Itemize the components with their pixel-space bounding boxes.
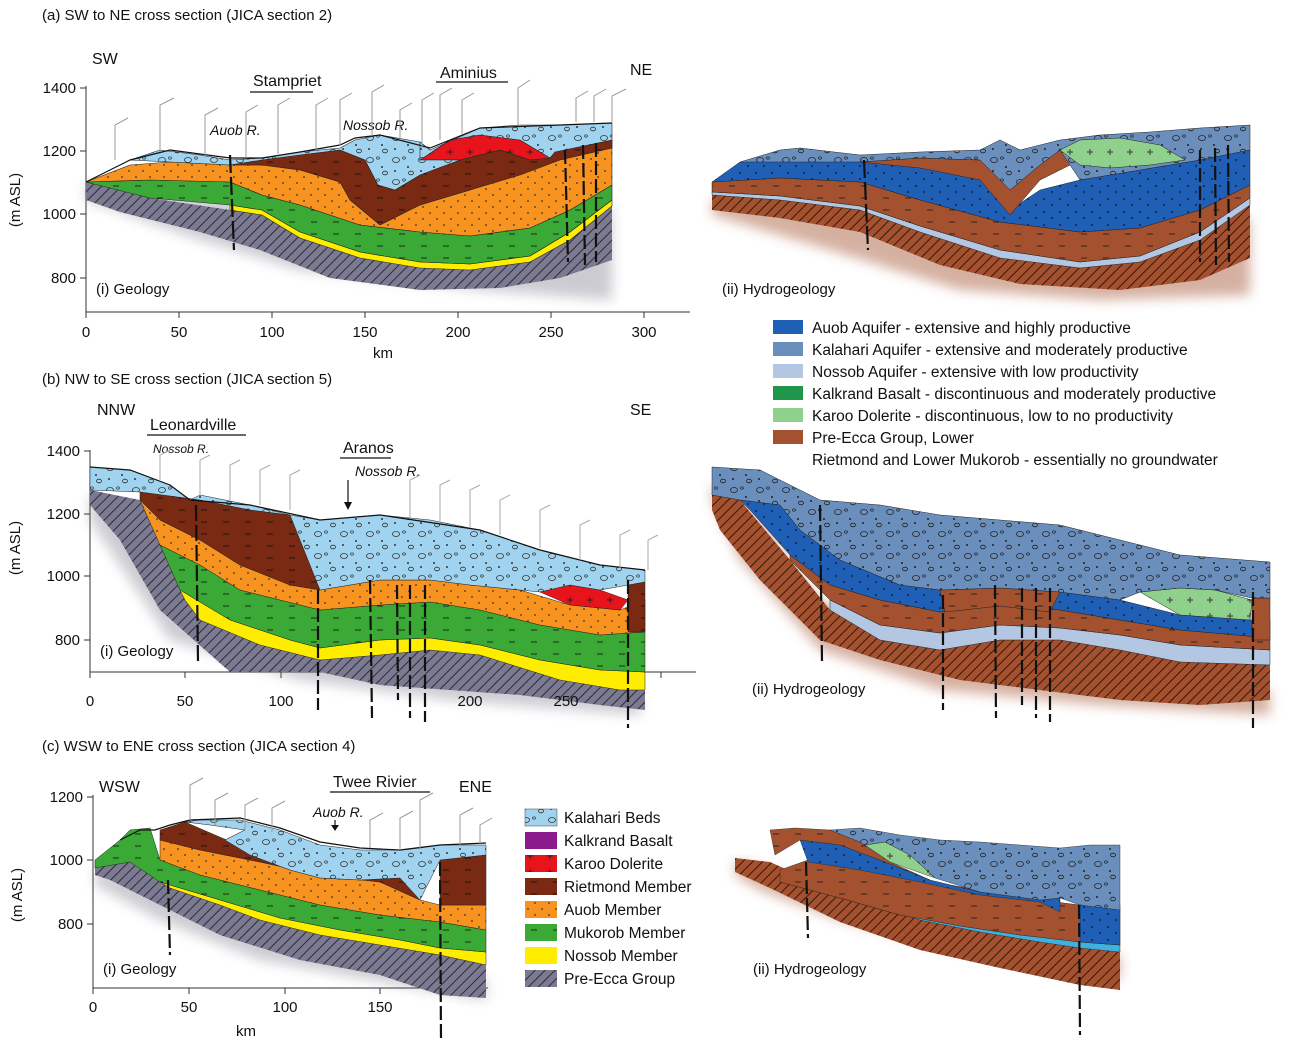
- section-c-ylabel: (m ASL): [9, 868, 26, 922]
- section-c-ytick-800: 800: [58, 916, 83, 933]
- section-c-geology-cross-section: [94, 777, 493, 1041]
- section-a-dir-right: NE: [630, 62, 652, 79]
- hydro-legend-label-kalkrand: Kalkrand Basalt - discontinuous and mode…: [812, 386, 1216, 403]
- hydro-legend-swatch-nossob: [773, 364, 803, 378]
- geology-legend-swatch-rietmond-member: [525, 878, 557, 895]
- geology-legend-label-auob-member: Auob Member: [564, 902, 661, 919]
- section-a-xtick-0: 0: [82, 324, 90, 341]
- section-b-dir-left: NNW: [97, 402, 136, 419]
- section-c-geology-label: (i) Geology: [103, 961, 177, 978]
- section-b-xtick-50: 50: [177, 693, 194, 710]
- section-b-xtick-0: 0: [86, 693, 94, 710]
- section-a-ylabel: (m ASL): [7, 173, 24, 227]
- section-a-ytick-1000: 1000: [43, 206, 76, 223]
- hydro-legend-swatch-dolerite: [773, 408, 803, 422]
- section-c-xlabel: km: [236, 1023, 256, 1040]
- geology-legend-label-rietmond-member: Rietmond Member: [564, 879, 692, 896]
- section-c-xtick-150: 150: [367, 999, 392, 1016]
- section-a-geology-cross-section: [85, 79, 627, 300]
- hydro-legend-swatch-pre-ecca: [773, 430, 803, 444]
- section-b-dir-right: SE: [630, 402, 651, 419]
- section-a-place-aminius: Aminius: [440, 65, 497, 82]
- section-b-river-nossob-1: Nossob R.: [153, 442, 209, 456]
- hydro-legend-swatch-auob: [773, 320, 803, 334]
- section-b-geology-cross-section: [89, 449, 659, 728]
- section-b-river-nossob-2: Nossob R.: [355, 463, 420, 479]
- section-b-ytick-1200: 1200: [47, 506, 80, 523]
- section-c-place-twee-rivier: Twee Rivier: [333, 774, 417, 791]
- geology-legend-label-nossob-member: Nossob Member: [564, 948, 678, 965]
- geology-legend-swatch-pre-ecca-group: [525, 970, 557, 987]
- geology-legend-swatch-kalkrand-basalt: [525, 832, 557, 849]
- geology-legend-swatch-nossob-member: [525, 947, 557, 964]
- section-b-ylabel: (m ASL): [7, 521, 24, 575]
- geology-legend-swatch-karoo-dolerite: [525, 855, 557, 872]
- section-b-hydro-label: (ii) Hydrogeology: [752, 681, 866, 698]
- section-a-xtick-150: 150: [352, 324, 377, 341]
- hydro-legend-swatch-kalkrand: [773, 386, 803, 400]
- section-b-ytick-800: 800: [55, 632, 80, 649]
- section-c-xtick-0: 0: [89, 999, 97, 1016]
- section-b-geology-label: (i) Geology: [100, 643, 174, 660]
- section-c-ytick-1000: 1000: [50, 852, 83, 869]
- section-a-ytick-1200: 1200: [43, 143, 76, 160]
- section-c-xtick-100: 100: [272, 999, 297, 1016]
- hydro-legend-label-kalahari: Kalahari Aquifer - extensive and moderat…: [812, 342, 1188, 359]
- section-a-river-auob: Auob R.: [209, 122, 261, 138]
- hydro-legend-label-nossob: Nossob Aquifer - extensive with low prod…: [812, 364, 1139, 381]
- geology-legend-label-kalkrand-basalt: Kalkrand Basalt: [564, 833, 673, 850]
- geology-legend: Kalahari Beds Kalkrand Basalt Karoo Dole…: [524, 808, 692, 988]
- section-a-xtick-250: 250: [538, 324, 563, 341]
- section-a-river-nossob: Nossob R.: [343, 117, 408, 133]
- section-a-dir-left: SW: [92, 51, 119, 68]
- section-b-xtick-200: 200: [457, 693, 482, 710]
- geology-legend-swatch-kalahari-beds: [524, 808, 558, 827]
- section-c-hydro-label: (ii) Hydrogeology: [753, 961, 867, 978]
- section-b-xtick-250: 250: [553, 693, 578, 710]
- section-a-title: (a) SW to NE cross section (JICA section…: [42, 7, 332, 24]
- section-a-place-stampriet: Stampriet: [253, 73, 322, 90]
- section-c-title: (c) WSW to ENE cross section (JICA secti…: [42, 738, 355, 755]
- section-b-ytick-1400: 1400: [47, 443, 80, 460]
- section-a-xtick-100: 100: [259, 324, 284, 341]
- section-b-ytick-1000: 1000: [47, 568, 80, 585]
- hydro-legend-label-rietmond: Rietmond and Lower Mukorob - essentially…: [812, 452, 1218, 469]
- section-a-xtick-200: 200: [445, 324, 470, 341]
- section-c-dir-left: WSW: [99, 779, 141, 796]
- section-b-hydrogeology-cross-section: [711, 466, 1271, 728]
- section-a-xtick-50: 50: [171, 324, 188, 341]
- geology-legend-swatch-mukorob-member: [525, 924, 557, 941]
- section-c-dir-right: ENE: [459, 779, 492, 796]
- section-c-ytick-1200: 1200: [50, 789, 83, 806]
- hydro-legend-swatch-kalahari: [773, 342, 803, 356]
- section-c-hydrogeology-cross-section: [735, 827, 1121, 1036]
- section-a-xlabel: km: [373, 345, 393, 362]
- section-b-xtick-100: 100: [268, 693, 293, 710]
- section-a-hydrogeology-cross-section: [711, 124, 1251, 300]
- section-c-river-auob: Auob R.: [312, 804, 364, 820]
- section-a-geology-label: (i) Geology: [96, 281, 170, 298]
- section-b-title: (b) NW to SE cross section (JICA section…: [42, 371, 332, 388]
- section-c-xtick-50: 50: [181, 999, 198, 1016]
- hydro-legend-label-auob: Auob Aquifer - extensive and highly prod…: [812, 320, 1131, 337]
- geology-legend-label-mukorob-member: Mukorob Member: [564, 925, 685, 942]
- section-a-ytick-800: 800: [51, 270, 76, 287]
- hydro-legend-label-dolerite: Karoo Dolerite - discontinuous, low to n…: [812, 408, 1173, 425]
- hydro-legend: Auob Aquifer - extensive and highly prod…: [773, 320, 1218, 469]
- section-b-place-aranos: Aranos: [343, 440, 394, 457]
- geology-legend-swatch-auob-member: [525, 901, 557, 918]
- section-a-hydro-label: (ii) Hydrogeology: [722, 281, 836, 298]
- geology-legend-label-karoo-dolerite: Karoo Dolerite: [564, 856, 663, 873]
- section-a-xtick-300: 300: [631, 324, 656, 341]
- section-a-ytick-1400: 1400: [43, 80, 76, 97]
- hydro-legend-label-pre-ecca: Pre-Ecca Group, Lower: [812, 430, 974, 447]
- section-b-place-leonardville: Leonardville: [150, 417, 236, 434]
- geology-legend-label-pre-ecca-group: Pre-Ecca Group: [564, 971, 675, 988]
- geology-legend-label-kalahari-beds: Kalahari Beds: [564, 810, 661, 827]
